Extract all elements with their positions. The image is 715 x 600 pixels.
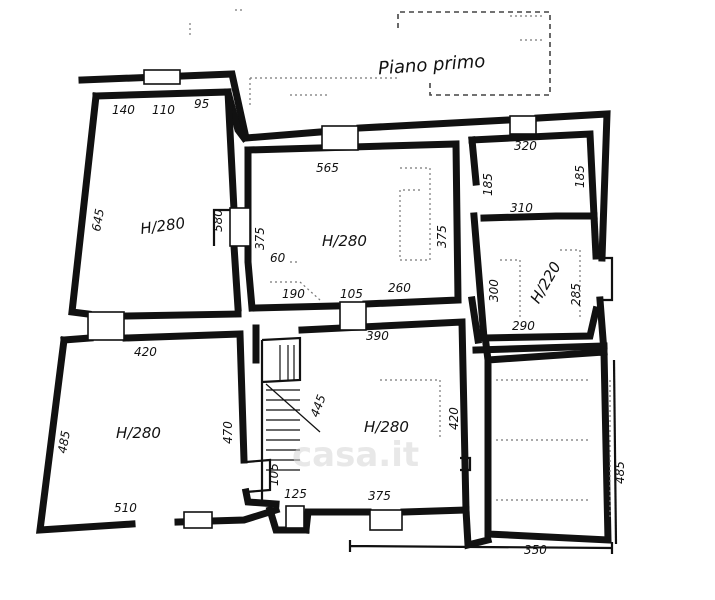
window-top-right xyxy=(509,115,537,135)
dimension-lines xyxy=(348,359,618,554)
dim-420-right: 420 xyxy=(447,407,461,430)
dim-105-bottom: 105 xyxy=(267,463,281,486)
dim-310: 310 xyxy=(510,201,533,215)
dim-125: 125 xyxy=(284,487,307,501)
dim-375-left: 375 xyxy=(253,227,267,250)
dim-185-left: 185 xyxy=(481,173,495,196)
dim-470: 470 xyxy=(221,421,235,444)
dim-375-bottom: 375 xyxy=(368,489,391,503)
dim-260: 260 xyxy=(388,281,411,295)
dim-390: 390 xyxy=(366,329,389,343)
windows xyxy=(87,69,537,531)
dim-105-top: 105 xyxy=(340,287,363,301)
dim-510: 510 xyxy=(114,501,137,515)
dim-185-right: 185 xyxy=(573,165,587,188)
dim-445: 445 xyxy=(308,393,329,419)
dim-350: 350 xyxy=(524,543,547,557)
staircase xyxy=(265,345,321,471)
dim-290: 290 xyxy=(512,319,535,333)
window-left-middle xyxy=(87,311,125,341)
room-label-bottom-center: H/280 xyxy=(364,418,409,436)
dim-320: 320 xyxy=(514,139,537,153)
upper-outline xyxy=(189,9,551,105)
dim-60: 60 xyxy=(270,251,286,265)
dim-420: 420 xyxy=(134,345,157,359)
window-inner xyxy=(229,207,251,247)
dim-375-right: 375 xyxy=(435,225,449,248)
dim-95: 95 xyxy=(194,97,209,111)
dim-190: 190 xyxy=(282,287,305,301)
thin-details xyxy=(212,167,614,520)
dim-485-left: 485 xyxy=(55,430,73,455)
dim-140: 140 xyxy=(112,103,135,117)
dim-110: 110 xyxy=(152,103,175,117)
window-top-center xyxy=(321,125,359,151)
room-label-top-left: H/280 xyxy=(139,214,186,238)
walls xyxy=(35,70,612,550)
window-bottom-left xyxy=(183,511,213,529)
window-top-left xyxy=(143,69,181,85)
room-label-bottom-left: H/280 xyxy=(116,424,161,442)
dim-300: 300 xyxy=(487,279,501,302)
room-label-top-center: H/280 xyxy=(322,232,367,250)
room-label-right-small: H/220 xyxy=(527,259,565,307)
dim-580: 580 xyxy=(211,209,225,232)
dim-285: 285 xyxy=(569,283,583,306)
watermark: casa.it xyxy=(292,435,419,475)
window-bottom-center xyxy=(369,509,403,531)
plan-title: Piano primo xyxy=(377,51,486,79)
dim-565: 565 xyxy=(316,161,339,175)
dim-645: 645 xyxy=(89,208,107,233)
window-center xyxy=(339,301,367,331)
window-bottom-small xyxy=(285,505,305,529)
dim-485-right: 485 xyxy=(613,461,627,484)
